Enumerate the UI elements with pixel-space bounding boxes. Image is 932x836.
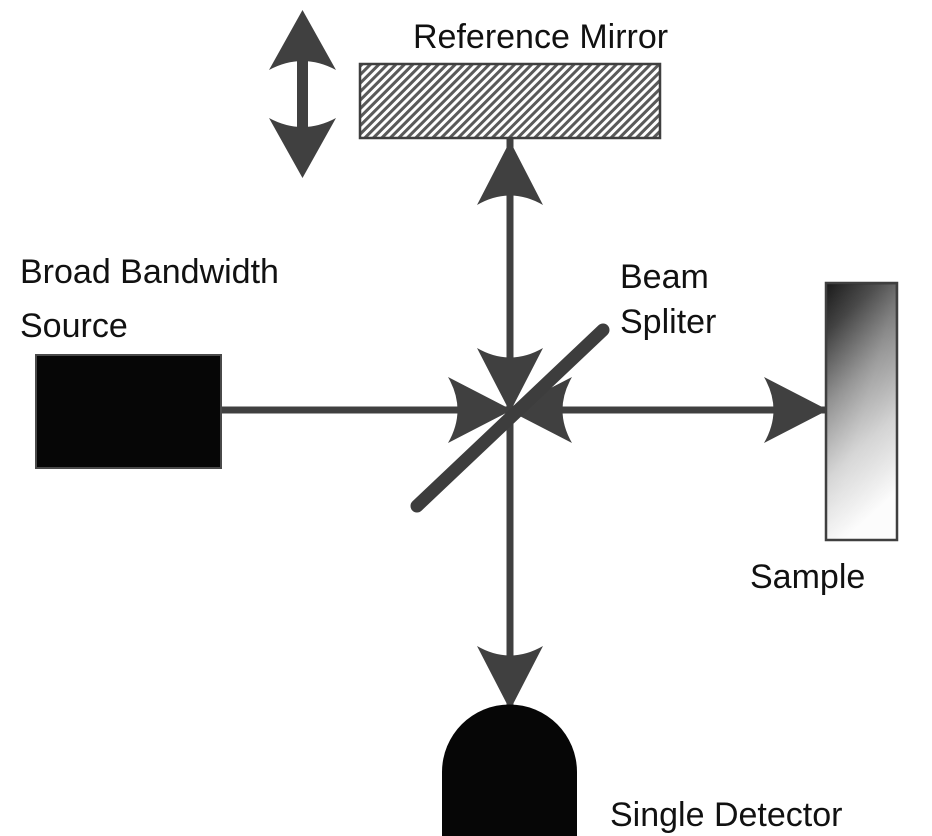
arrowhead-down-to-detector xyxy=(477,646,543,710)
beam-splitter xyxy=(410,323,610,513)
source-body xyxy=(35,354,222,469)
beam-splitter-bar xyxy=(410,323,610,513)
label-single-detector: Single Detector xyxy=(610,796,842,834)
label-beam-splitter-line1: Beam xyxy=(620,258,709,296)
translation-arrow-head-down xyxy=(269,118,336,178)
arrowhead-left-into-splitter xyxy=(508,377,572,443)
sample xyxy=(824,281,899,542)
arrowhead-right-to-sample xyxy=(764,377,828,443)
label-reference-mirror: Reference Mirror xyxy=(413,18,668,56)
label-source-line1: Broad Bandwidth xyxy=(20,253,279,291)
label-sample: Sample xyxy=(750,558,865,596)
reference-mirror xyxy=(358,62,662,140)
label-source-line2: Source xyxy=(20,307,128,345)
sample-sheen-overlay xyxy=(827,284,896,539)
arrowhead-down-into-splitter xyxy=(477,348,543,412)
translation-arrow xyxy=(269,10,336,178)
reference-mirror-body xyxy=(358,62,662,140)
single-detector xyxy=(442,704,577,836)
arrowhead-right-into-splitter xyxy=(448,377,512,443)
label-beam-splitter-line2: Spliter xyxy=(620,303,716,341)
broad-bandwidth-source xyxy=(35,354,222,469)
translation-arrow-head-up xyxy=(269,10,336,70)
arrowhead-up-to-mirror xyxy=(477,141,543,205)
translation-arrow-shaft xyxy=(297,40,308,140)
detector-body xyxy=(442,704,577,836)
beam-arrowheads xyxy=(448,141,828,710)
